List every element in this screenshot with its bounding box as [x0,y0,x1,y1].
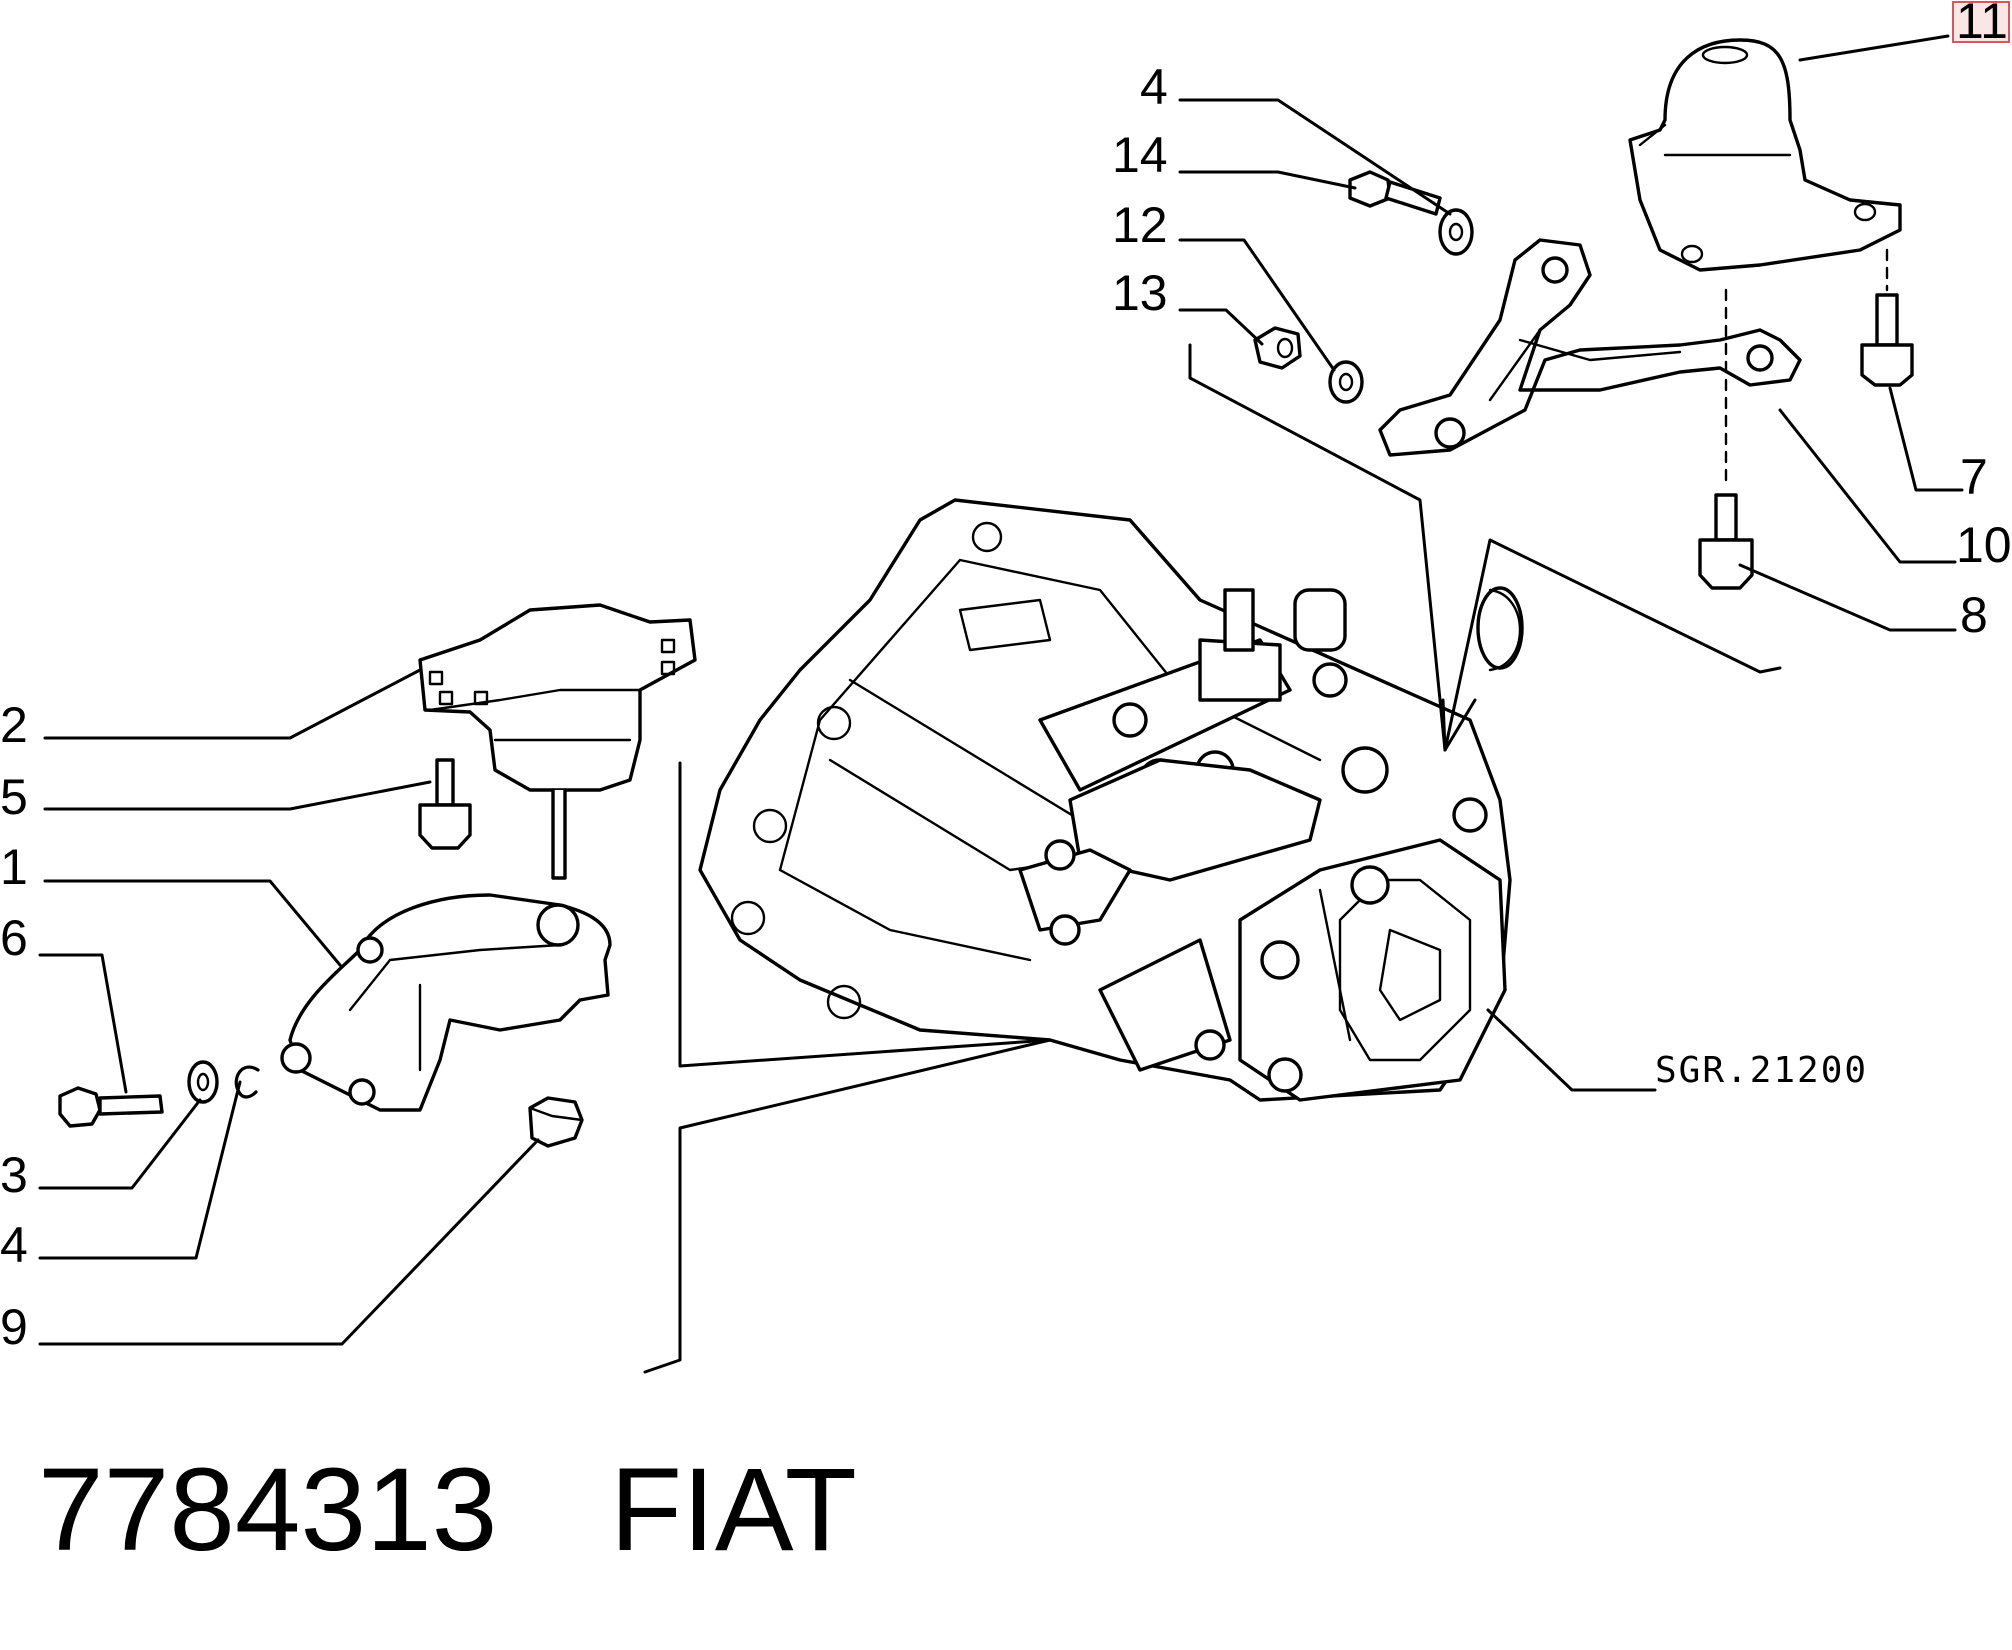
callout-10: 10 [1956,517,2012,573]
washer-12 [1328,360,1364,404]
bolt-6 [58,1086,164,1128]
mount-arm-1 [280,893,612,1112]
callout-2: 2 [0,697,28,753]
bracket-arm-10 [1378,238,1802,457]
callout-7: 7 [1960,449,1988,505]
callout-11-highlight [1952,1,2010,43]
nut-13 [1253,326,1302,370]
callout-13: 13 [1112,265,1168,321]
callout-4-top: 4 [1140,59,1168,115]
callout-5: 5 [0,769,28,825]
bolt-14 [1348,170,1442,216]
callout-14: 14 [1112,127,1168,183]
callout-9: 9 [0,1299,28,1355]
drawing-reference: SGR.21200 [1655,1050,1868,1091]
washer-3 [187,1060,219,1104]
leader-lines [38,34,1964,1346]
callout-4-left: 4 [0,1217,28,1273]
bolt-5 [418,758,472,850]
bolt-7 [1860,248,1914,387]
assembly-pointers [643,343,1782,1374]
nut-9 [528,1096,584,1148]
callout-1: 1 [0,839,28,895]
callout-3: 3 [0,1147,28,1203]
callout-8: 8 [1960,587,1988,643]
mount-support-11 [1628,38,1902,272]
brand-name: FIAT [610,1444,857,1576]
callout-11: 11 [1956,0,2008,49]
mount-bracket-left-2 [418,603,697,880]
callout-labels: 2 5 1 6 3 4 9 4 14 12 13 11 7 10 8 SGR.2… [0,0,2012,1355]
callout-6: 6 [0,910,28,966]
part-number: 7784313 [38,1444,497,1576]
callout-12: 12 [1112,197,1168,253]
caption: 7784313 FIAT [38,1444,857,1576]
bolt-8 [1698,288,1754,590]
gearbox-housing [698,498,1524,1102]
washer-4-top [1438,208,1474,256]
